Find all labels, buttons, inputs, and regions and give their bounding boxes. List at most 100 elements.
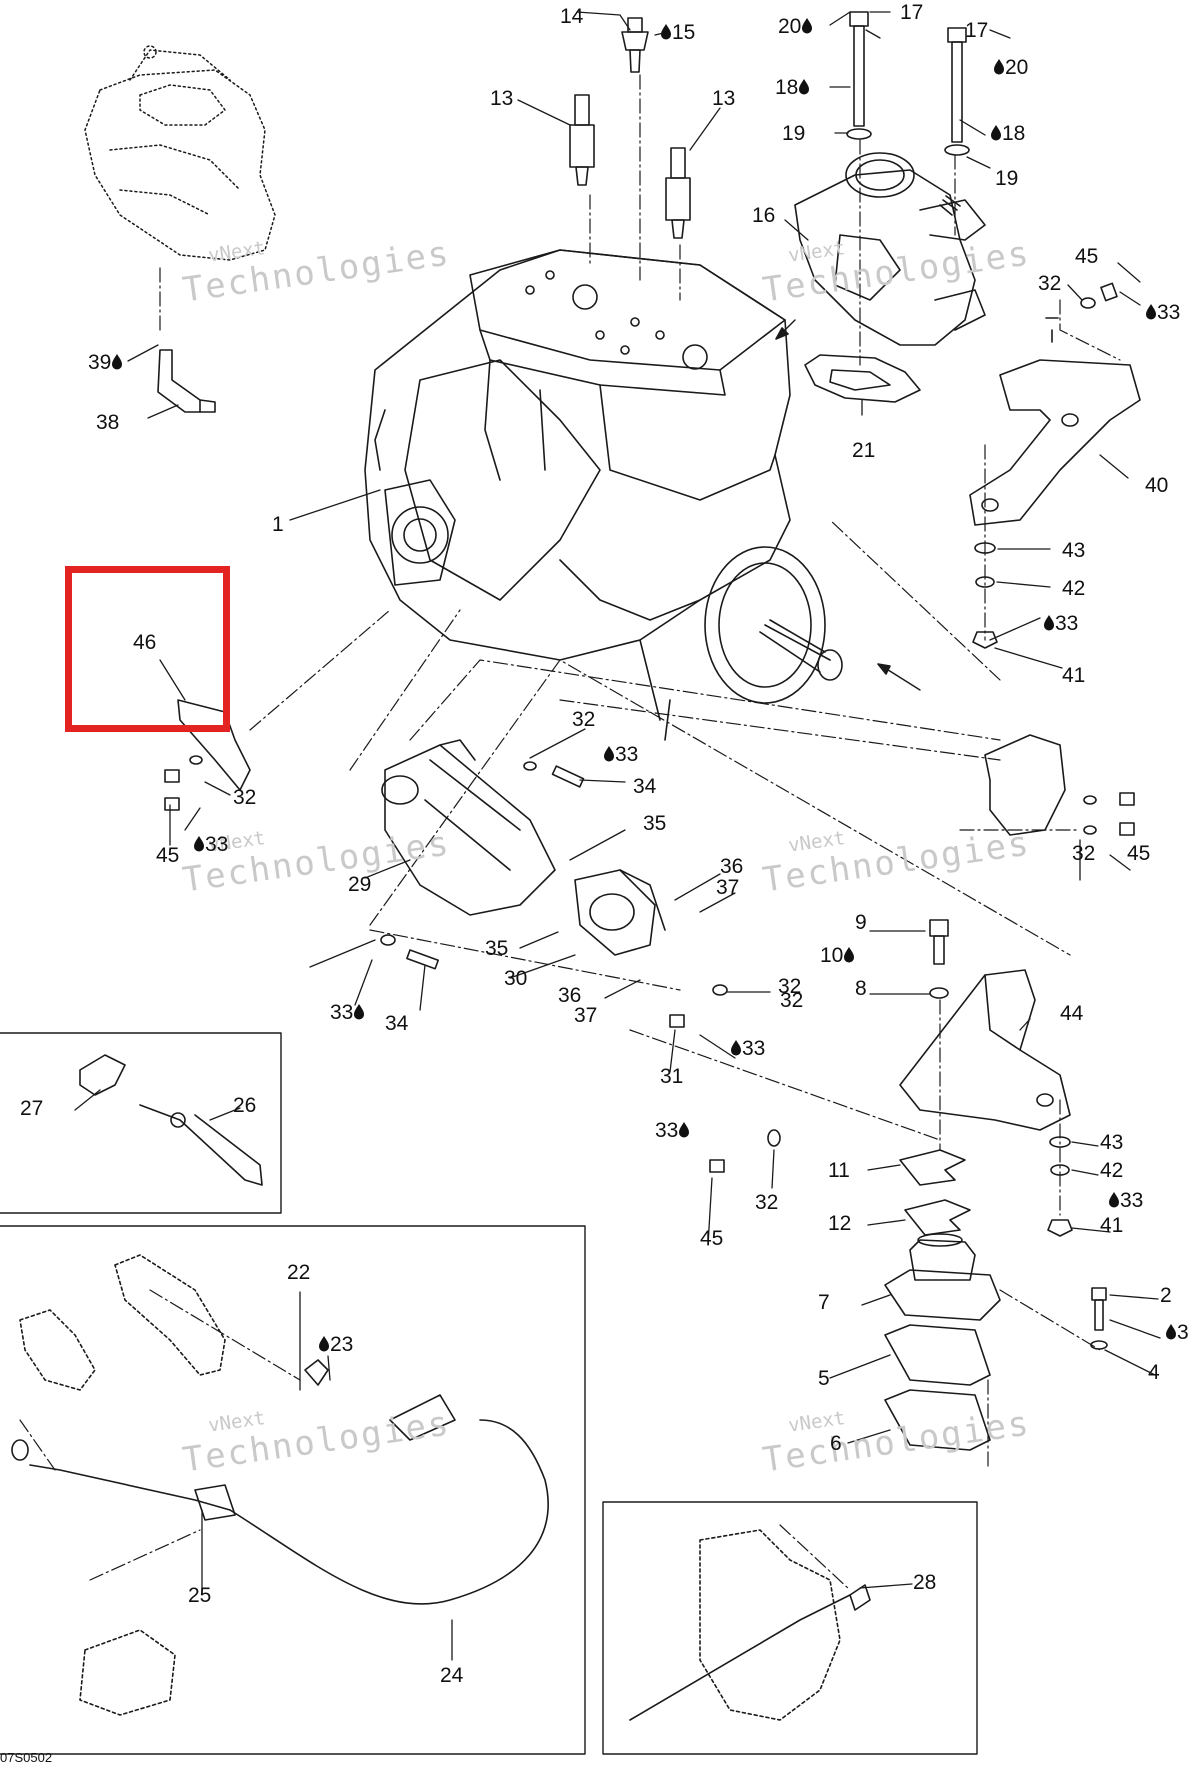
part-callout-39: 39: [88, 352, 123, 373]
part-callout-32: 32: [1072, 843, 1095, 864]
part-number: 27: [20, 1097, 44, 1120]
part-callout-19: 19: [995, 168, 1018, 189]
engine-mount-44: [899, 969, 1071, 1131]
part-callout-35: 35: [643, 813, 666, 834]
part-number: 1: [272, 513, 284, 536]
part-number: 20: [778, 15, 802, 38]
part-number: 33: [742, 1037, 766, 1060]
part-callout-43: 43: [1100, 1132, 1123, 1153]
part-number: 19: [995, 167, 1019, 190]
oil-drop-icon: [844, 947, 855, 963]
spark-plug-part: [569, 94, 691, 239]
part-callout-34: 34: [385, 1013, 408, 1034]
starter-motor-part: [381, 739, 666, 956]
stud-17-part: [846, 11, 970, 156]
part-callout-4: 4: [1148, 1362, 1160, 1383]
part-number: 28: [913, 1571, 937, 1594]
part-number: 36: [558, 984, 582, 1007]
part-callout-9: 9: [855, 912, 867, 933]
part-number: 33: [655, 1119, 679, 1142]
part-number: 33: [1157, 301, 1181, 324]
part-callout-6: 6: [830, 1433, 842, 1454]
part-callout-31: 31: [660, 1066, 683, 1087]
part-number: 26: [233, 1094, 257, 1117]
part-callout-17: 17: [900, 2, 923, 23]
part-callout-17: 17: [965, 20, 988, 41]
part-callout-28: 28: [913, 1572, 936, 1593]
rubber-mount-7: [884, 1233, 1001, 1321]
part-number: 20: [1005, 56, 1029, 79]
part-callout-45: 45: [1075, 246, 1098, 267]
oil-drop-icon: [661, 24, 671, 40]
part-callout-36: 36: [720, 856, 743, 877]
part-number: 45: [1075, 245, 1099, 268]
part-callout-43: 43: [1062, 540, 1085, 561]
part-number: 15: [672, 21, 696, 44]
part-number: 33: [615, 743, 639, 766]
part-number: 2: [1160, 1284, 1172, 1307]
oil-drop-icon: [604, 746, 614, 762]
part-callout-45: 45: [1127, 843, 1150, 864]
part-number: 13: [490, 87, 514, 110]
engine-bracket-40: [969, 359, 1141, 526]
part-number: 33: [205, 833, 229, 856]
part-callout-11: 11: [828, 1160, 850, 1181]
part-callout-30: 30: [504, 968, 527, 989]
part-callout-15: 15: [660, 22, 695, 43]
part-callout-20: 20: [993, 57, 1028, 78]
assembly-lines: [19, 74, 1121, 1591]
part-callout-46: 46: [133, 632, 156, 653]
part-callout-37: 37: [574, 1005, 597, 1026]
part-callout-42: 42: [1100, 1160, 1123, 1181]
oil-drop-icon: [994, 59, 1004, 75]
part-number: 17: [965, 19, 989, 42]
part-callout-13: 13: [490, 88, 513, 109]
part-number: 21: [852, 439, 876, 462]
part-number: 41: [1100, 1214, 1124, 1237]
part-callout-33: 33: [1145, 302, 1180, 323]
part-callout-32: 32: [233, 787, 256, 808]
part-number: 44: [1060, 1002, 1084, 1025]
shim-plate-6: [884, 1389, 991, 1451]
part-number: 32: [1072, 842, 1096, 865]
rewind-inset-parts: [79, 1054, 263, 1186]
part-number: 34: [633, 775, 657, 798]
part-number: 30: [504, 967, 528, 990]
part-callout-25: 25: [188, 1585, 211, 1606]
part-callout-42: 42: [1062, 578, 1085, 599]
engine-block-part: [364, 249, 843, 741]
part-callout-23: 23: [318, 1334, 353, 1355]
part-number: 32: [233, 786, 257, 809]
part-callout-32: 32: [778, 976, 801, 997]
part-number: 32: [755, 1191, 779, 1214]
part-callout-45: 45: [156, 845, 179, 866]
shim-plate-5: [884, 1324, 991, 1386]
part-callout-26: 26: [233, 1095, 256, 1116]
part-callout-2: 2: [1160, 1285, 1172, 1306]
part-callout-14: 14: [560, 6, 583, 27]
fitting-14-part: [621, 17, 649, 73]
part-number: 12: [828, 1212, 852, 1235]
part-number: 43: [1100, 1131, 1124, 1154]
part-callout-40: 40: [1145, 475, 1168, 496]
part-callout-24: 24: [440, 1665, 463, 1686]
part-callout-1: 1: [272, 514, 284, 535]
part-callout-32: 32: [1038, 273, 1061, 294]
part-callout-20: 20: [778, 16, 813, 37]
leader-lines: [74, 11, 1161, 1661]
shim-11-part: [899, 1149, 966, 1186]
part-number: 9: [855, 911, 867, 934]
part-number: 16: [752, 204, 776, 227]
part-number: 18: [1002, 122, 1026, 145]
part-callout-33: 33: [655, 1120, 690, 1141]
inset-frame-rewind: [0, 1032, 282, 1214]
part-number: 13: [712, 87, 736, 110]
part-callout-33: 33: [330, 1002, 365, 1023]
oil-drop-icon: [1044, 615, 1054, 631]
part-number: 17: [900, 1, 924, 24]
inset-frame-choke: [0, 1225, 586, 1755]
part-number: 45: [700, 1227, 724, 1250]
choke-inset-parts: [11, 1254, 549, 1716]
oil-drop-icon: [354, 1004, 365, 1020]
part-callout-8: 8: [855, 978, 867, 999]
